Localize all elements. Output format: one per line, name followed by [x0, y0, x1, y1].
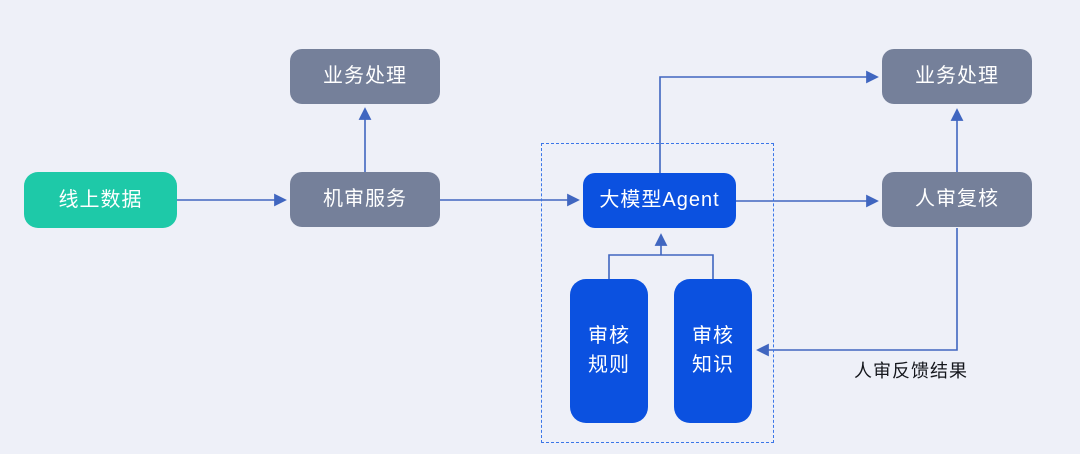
- node-business-processing-left: 业务处理: [290, 49, 440, 104]
- node-review-rules: 审核 规则: [570, 279, 648, 423]
- node-online-data: 线上数据: [24, 172, 177, 228]
- node-human-review: 人审复核: [882, 172, 1032, 227]
- agent-group-dashed-border: [541, 143, 774, 443]
- node-llm-agent: 大模型Agent: [583, 173, 736, 228]
- node-machine-review-service: 机审服务: [290, 172, 440, 227]
- bottom-white-strip: [0, 454, 1080, 462]
- feedback-result-label: 人审反馈结果: [854, 361, 968, 381]
- node-business-processing-right: 业务处理: [882, 49, 1032, 104]
- node-review-knowledge: 审核 知识: [674, 279, 752, 423]
